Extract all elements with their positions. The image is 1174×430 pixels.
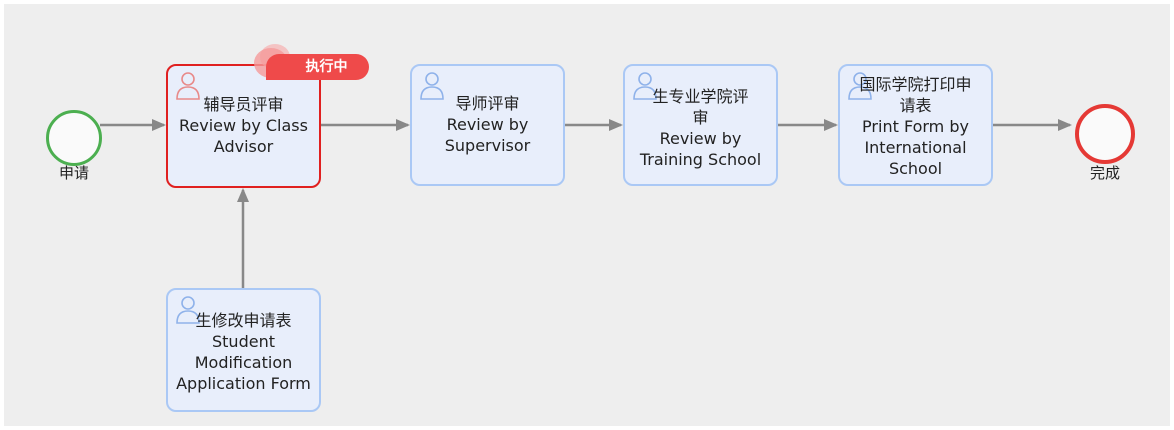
user-icon [176, 72, 200, 100]
process-diagram-canvas: 申请 完成 辅导员评审 Review by Class Advisor 导师评审… [4, 4, 1170, 426]
user-icon [633, 72, 657, 100]
task-international-school[interactable]: 国际学院打印申 请表 Print Form by International S… [838, 64, 993, 186]
task-class-advisor[interactable]: 辅导员评审 Review by Class Advisor [166, 64, 321, 188]
task-label: 生修改申请表 Student Modification Application … [176, 311, 311, 393]
start-event-label: 申请 [58, 164, 89, 182]
start-event[interactable] [46, 110, 102, 166]
task-label: 导师评审 Review by Supervisor [444, 94, 531, 155]
user-icon [176, 296, 200, 324]
user-icon [848, 72, 872, 100]
task-supervisor[interactable]: 导师评审 Review by Supervisor [410, 64, 565, 186]
end-event[interactable] [1075, 104, 1135, 164]
status-badge-executing: 执行中 [266, 54, 369, 80]
task-student-modification[interactable]: 生修改申请表 Student Modification Application … [166, 288, 321, 412]
task-label: 辅导员评审 Review by Class Advisor [179, 95, 308, 156]
user-icon [420, 72, 444, 100]
end-event-label: 完成 [1089, 164, 1120, 182]
flow-edges [100, 119, 1072, 288]
task-training-school[interactable]: 生专业学院评 审 Review by Training School [623, 64, 778, 186]
task-label: 生专业学院评 审 Review by Training School [639, 87, 762, 169]
task-label: 国际学院打印申 请表 Print Form by International S… [859, 75, 972, 178]
